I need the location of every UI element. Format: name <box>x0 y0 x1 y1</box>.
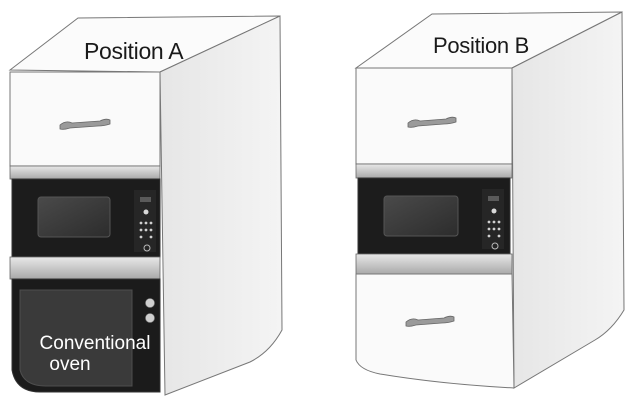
position-b-label: Position B <box>433 33 530 58</box>
microwave-b-start-button <box>491 242 499 250</box>
microwave-b-display <box>488 196 499 201</box>
microwave-a-display <box>140 197 151 202</box>
cabinet-position-a <box>8 15 283 396</box>
cabinet-position-b <box>354 11 625 389</box>
oven-knob-1 <box>145 298 155 308</box>
microwave-b-knob <box>491 208 497 214</box>
cabinet-a-trim-top <box>9 165 161 180</box>
conventional-oven-window <box>19 289 133 387</box>
cabinet-b-trim-bottom <box>355 253 513 275</box>
microwave-a-start-button <box>143 244 151 252</box>
oven-knobs <box>145 298 155 323</box>
cabinet-a-side <box>159 15 283 396</box>
cabinet-b-top-handle <box>407 116 457 128</box>
microwave-a-buttons <box>139 221 153 239</box>
cabinet-a-trim-middle <box>9 256 161 280</box>
conventional-oven-label: Conventional <box>39 333 151 354</box>
cabinet-b-top-drawer <box>355 67 513 165</box>
microwave-b-buttons <box>487 220 501 238</box>
cabinet-b-bottom-handle <box>405 315 455 327</box>
cabinet-b-side <box>511 11 625 389</box>
microwave-a-screen <box>37 196 111 238</box>
conventional-oven-label-line2: oven <box>49 354 91 375</box>
microwave-b-control-panel <box>482 189 504 249</box>
oven-knob-2 <box>145 313 155 323</box>
microwave-b-screen <box>383 195 459 237</box>
cabinet-a-top-drawer <box>9 71 161 167</box>
cabinet-b-trim-top <box>355 163 513 179</box>
cabinet-a-drawer-handle <box>59 118 111 130</box>
cabinet-b-bottom-drawer <box>355 273 515 389</box>
microwave-a-knob <box>143 209 149 215</box>
position-a-label: Position A <box>84 38 184 64</box>
